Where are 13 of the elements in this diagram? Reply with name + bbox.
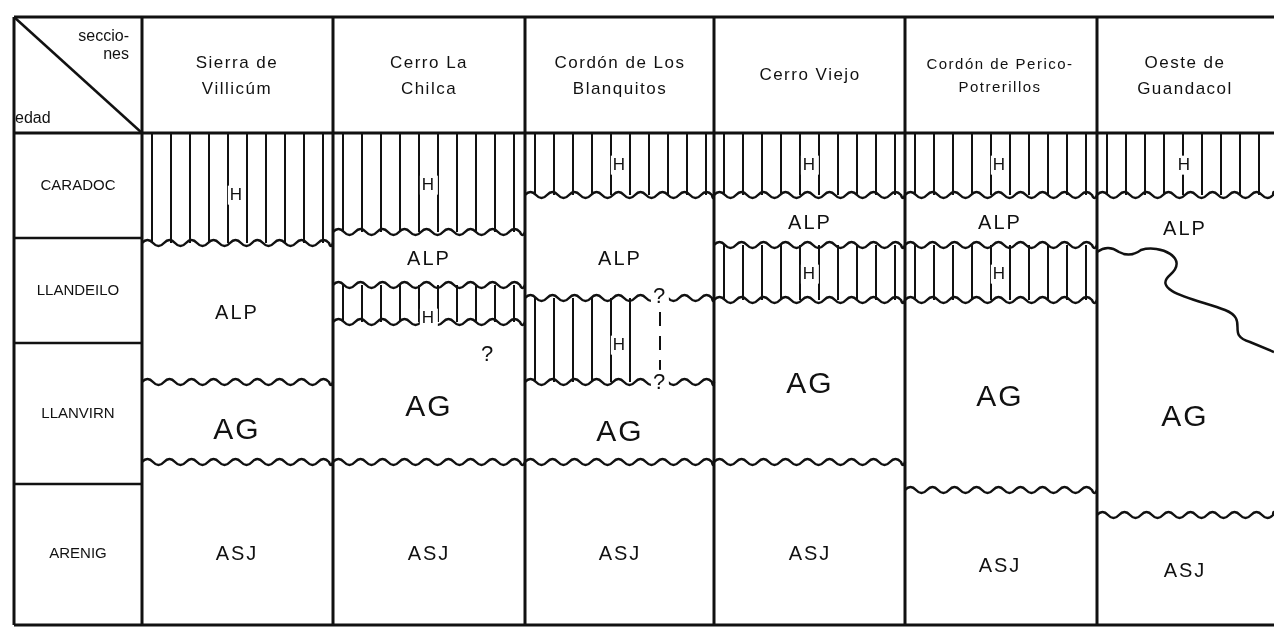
age-label: CARADOC: [40, 174, 116, 195]
section-heading: Cerro Viejo: [758, 64, 862, 87]
section-heading: Cerro La Chilca: [388, 51, 470, 99]
age-label: ARENIG: [49, 542, 107, 563]
age-label: LLANDEILO: [36, 279, 120, 300]
corner-heading: seccio- nes: [77, 27, 129, 63]
section-heading: Cordón de Los Blanquitos: [553, 51, 687, 99]
section-heading: Oeste de Guandacol: [1136, 51, 1234, 99]
age-label: LLANVIRN: [41, 402, 115, 423]
section-heading: Sierra de Villicúm: [194, 51, 280, 99]
section-heading: Cordón de Perico-Potrerillos: [925, 53, 1075, 96]
unit-label: H: [419, 308, 439, 328]
corner-heading: edad: [15, 109, 52, 127]
